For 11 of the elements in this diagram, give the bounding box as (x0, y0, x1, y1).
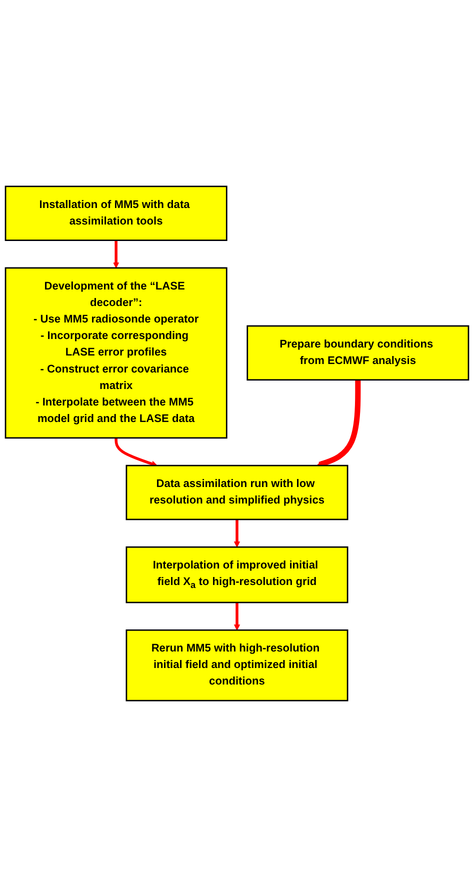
arrow (113, 240, 120, 268)
node-box: Rerun MM5 with high-resolution initial field and optimized initial conditions (126, 629, 348, 702)
arrow (316, 380, 361, 468)
node-box: Development of the “LASE decoder”: - Use MM5 radiosonde operator - Incorporate corresponding LASE error profiles - Construct error covariance matrix - Interpolate between the MM5 model grid and the LASE data (4, 267, 228, 439)
node-box: Interpolation of improved initial field X$_{a}$ to high-resolution grid (126, 546, 348, 604)
node-box: Data assimilation run with low resolution and simplified physics (126, 464, 348, 520)
node-box: Prepare boundary conditions from ECMWF analysis (246, 325, 470, 381)
node-box: Installation of MM5 with data assimilation tools (4, 186, 228, 241)
arrow (234, 519, 240, 548)
arrow (234, 602, 240, 630)
arrow (114, 438, 158, 467)
